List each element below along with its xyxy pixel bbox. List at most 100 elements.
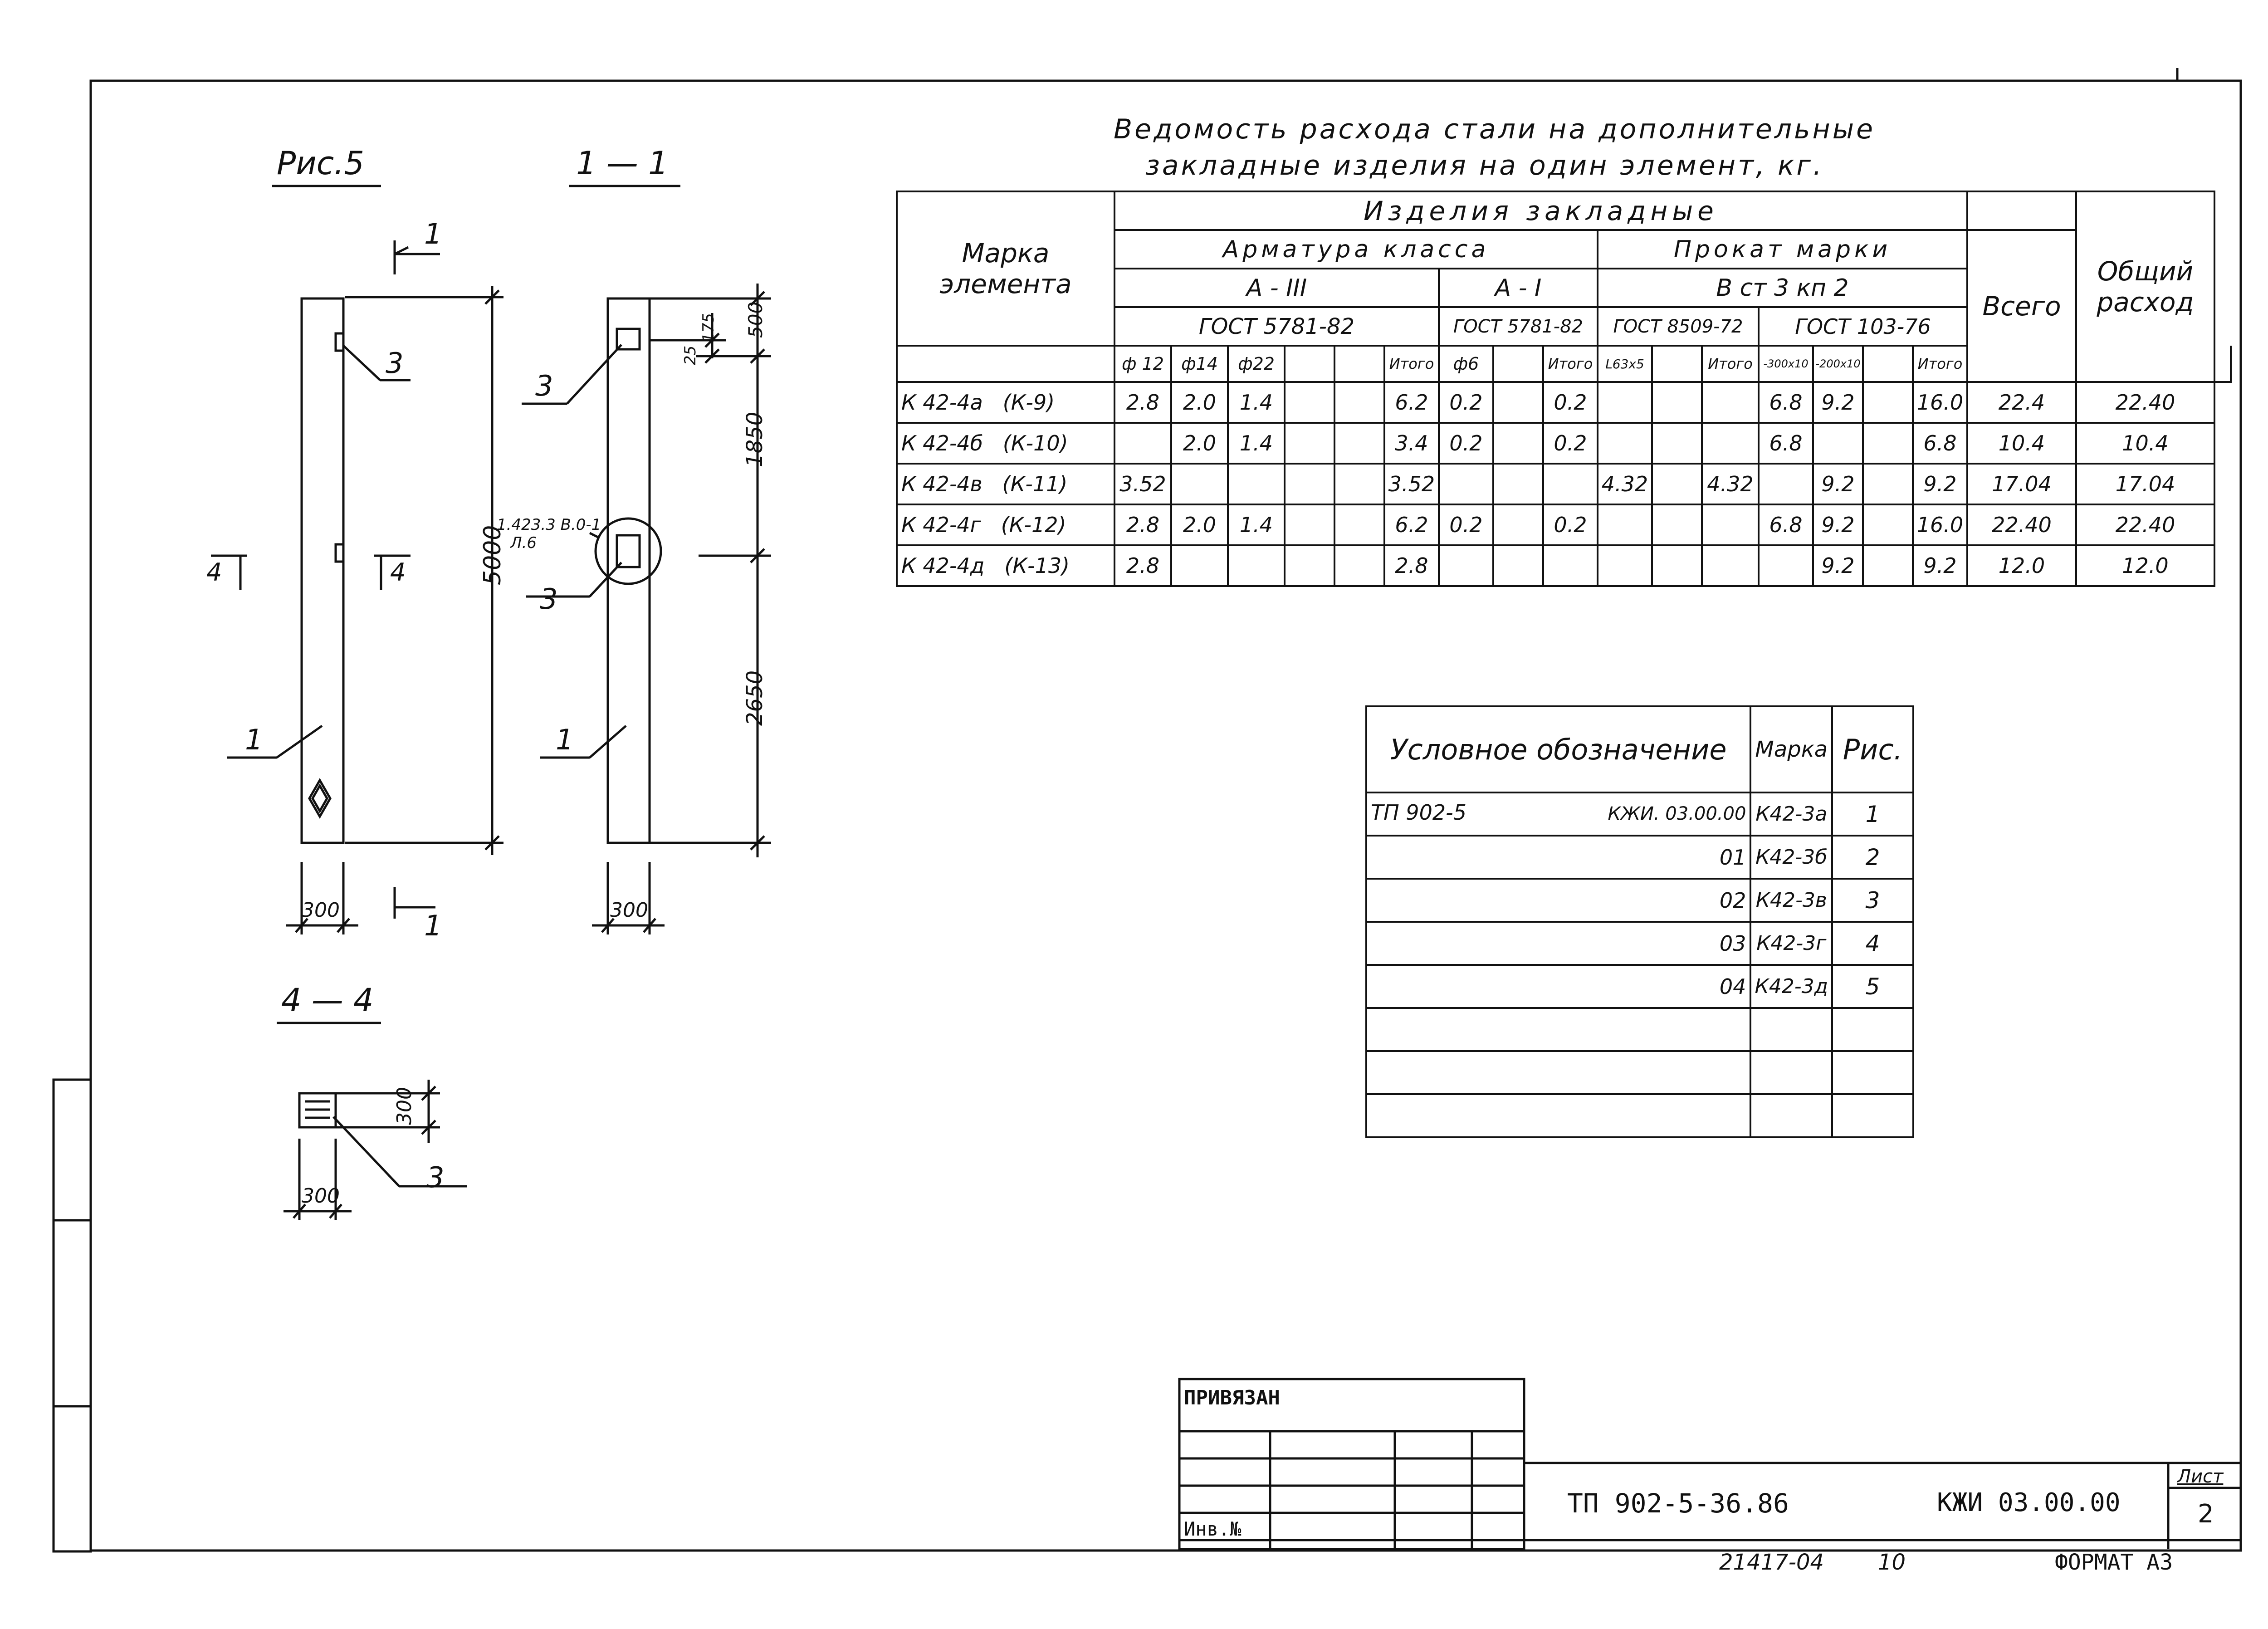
cell: [1334, 381, 1385, 424]
sub-header: [1284, 345, 1335, 383]
steel-table: Марка элемента Изделия закладные Общий р…: [896, 191, 2232, 587]
steel-table-title-1: Ведомость расхода стали на дополнительны…: [1114, 113, 1875, 145]
dim-500: 500: [744, 301, 767, 338]
cell: [1542, 544, 1598, 587]
legend-fig: [1831, 1093, 1914, 1138]
section-part-3-label: 3: [535, 369, 553, 402]
cell: [1758, 463, 1814, 505]
list-item: 02 К42-3в 3: [1365, 878, 1914, 923]
section-1-1-title: 1 — 1: [576, 145, 669, 182]
row-alias: (К-11): [1002, 472, 1068, 496]
cell: 6.8: [1912, 422, 1968, 465]
cell: 9.2: [1812, 381, 1864, 424]
list-item: [1365, 1050, 1914, 1095]
legend-header-designation: Условное обозначение: [1365, 705, 1752, 793]
cell: [1492, 463, 1544, 505]
cell: 3.52: [1114, 463, 1172, 505]
cell-total: 10.4: [1966, 422, 2077, 465]
row-mark: К 42-4в: [901, 472, 982, 496]
cell: 16.0: [1912, 504, 1968, 546]
sub-header: ф 12: [1114, 345, 1172, 383]
cell: [1227, 544, 1286, 587]
cell: [1170, 463, 1229, 505]
header-products: Изделия закладные: [1114, 191, 1968, 231]
cell: [1701, 504, 1760, 546]
cell: 6.2: [1383, 504, 1440, 546]
stamp-sheet-no: 2: [2198, 1499, 2214, 1529]
part-1-label: 1: [245, 723, 263, 756]
legend-code: 04: [1365, 964, 1752, 1009]
sub-header: Итого: [1383, 345, 1440, 383]
cut-label-4-right: 4: [390, 558, 406, 587]
cell: 4.32: [1597, 463, 1653, 505]
cell: 2.8: [1114, 381, 1172, 424]
sub-header: ф14: [1170, 345, 1229, 383]
cell: [1597, 544, 1653, 587]
table-row: К 42-4а (К-9) 2.8 2.0 1.4 6.2 0.2 0.2 6.…: [896, 381, 2231, 424]
header-gost-1: ГОСТ 5781-82: [1114, 306, 1440, 347]
cell: 2.0: [1170, 381, 1229, 424]
row-alias: (К-9): [1002, 390, 1055, 415]
cell-total: 22.40: [1966, 504, 2077, 546]
cell: [1438, 463, 1494, 505]
cell: [1758, 544, 1814, 587]
cell-total: 17.04: [1966, 463, 2077, 505]
sub-header: -200х10: [1812, 345, 1864, 383]
legend-mark: К42-3б: [1750, 835, 1833, 880]
section-part-3-label-mid: 3: [540, 582, 558, 616]
header-overall: Общий расход: [2075, 191, 2215, 383]
row-alias: (К-12): [1001, 513, 1066, 537]
cell: [1492, 544, 1544, 587]
dim-2650: 2650: [742, 670, 767, 726]
legend-fig: 4: [1831, 921, 1914, 966]
cell: [1284, 544, 1335, 587]
stamp-bottom-no: 10: [1878, 1550, 1906, 1575]
cell: [1651, 544, 1703, 587]
sub-header: [1492, 345, 1544, 383]
table-row: К 42-4г (К-12) 2.8 2.0 1.4 6.2 0.2 0.2 6…: [896, 504, 2231, 546]
cell: [1492, 504, 1544, 546]
cell: [1862, 463, 1914, 505]
cell-overall: 22.40: [2075, 381, 2215, 424]
sub-header: [1334, 345, 1385, 383]
section44-part-3-label: 3: [426, 1161, 445, 1194]
cut-label-top: 1: [424, 217, 442, 250]
cell: [1284, 422, 1335, 465]
header-rebar: Арматура класса: [1114, 229, 1598, 269]
cell: 2.8: [1114, 504, 1172, 546]
legend-mark: К42-3а: [1750, 792, 1833, 837]
cell: [1438, 544, 1494, 587]
legend-mark: [1750, 1093, 1833, 1138]
cell: 2.0: [1170, 422, 1229, 465]
dim-300-44-bottom: 300: [302, 1184, 340, 1208]
cell: [1701, 381, 1760, 424]
cell: [1334, 544, 1385, 587]
legend-code: 01: [1365, 835, 1752, 880]
cell: [1334, 463, 1385, 505]
legend-mark: [1750, 1050, 1833, 1095]
cell: [1597, 422, 1653, 465]
table-row: К 42-4в (К-11) 3.52 3.52 4.32 4.32 9.2 9…: [896, 463, 2231, 505]
cell: [1334, 504, 1385, 546]
callout-ref-line1: 1.423.3 В.0-1: [497, 516, 601, 534]
section-part-1-label: 1: [556, 723, 574, 756]
part-3-label: 3: [386, 347, 404, 380]
cell: 2.8: [1114, 544, 1172, 587]
row-mark: К 42-4г: [901, 513, 981, 537]
cell-overall: 12.0: [2075, 544, 2215, 587]
stamp-code: КЖИ 03.00.00: [1937, 1488, 2121, 1517]
dim-1850: 1850: [742, 411, 767, 467]
sub-header: Итого: [1542, 345, 1598, 383]
cell: 6.8: [1758, 422, 1814, 465]
figure-title: Рис.5: [277, 145, 364, 182]
list-item: 03 К42-3г 4: [1365, 921, 1914, 966]
header-gost-3: ГОСТ 8509-72: [1597, 306, 1760, 347]
stamp-sheet-label: Лист: [2177, 1466, 2224, 1487]
row-mark: К 42-4б: [901, 431, 983, 455]
cell: [1597, 504, 1653, 546]
cell-total: 22.4: [1966, 381, 2077, 424]
header-total: Всего: [1966, 229, 2077, 383]
cell: 9.2: [1812, 504, 1864, 546]
header-gost-2: ГОСТ 5781-82: [1438, 306, 1598, 347]
dim-300-section: 300: [610, 899, 648, 922]
